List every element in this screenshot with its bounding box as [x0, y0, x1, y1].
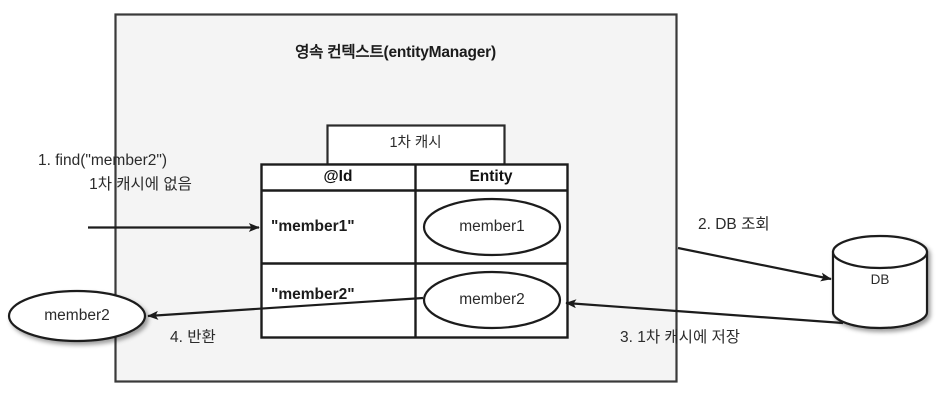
returned-entity-label: member2	[44, 307, 110, 324]
arrow-step-4-return	[147, 296, 424, 320]
table-cell-id-member1: "member1"	[271, 218, 355, 235]
step-1-label-line2: 1차 캐시에 없음	[89, 176, 192, 193]
table-header-id: @Id	[323, 168, 353, 185]
page-title: 영속 컨텍스트(entityManager)	[295, 44, 496, 61]
table-cell-entity-member1: member1	[459, 218, 525, 235]
table-header-entity: Entity	[469, 168, 513, 185]
first-level-cache-label: 1차 캐시	[389, 135, 442, 151]
database-label: DB	[870, 272, 890, 287]
returned-entity-ellipse	[7, 289, 147, 343]
arrow-step-2-db-query	[677, 246, 832, 282]
step-1-label-line1: 1. find("member2")	[38, 152, 168, 169]
step-3-label: 3. 1차 캐시에 저장	[620, 329, 741, 346]
table-cell-entity-member2: member2	[459, 291, 525, 308]
step-4-label: 4. 반환	[170, 329, 216, 346]
table-cell-id-member2: "member2"	[271, 286, 355, 303]
step-2-label: 2. DB 조회	[698, 216, 770, 233]
database-cylinder	[831, 234, 929, 330]
arrow-step-3-store-in-cache	[565, 299, 844, 325]
entity-ellipse-member1	[422, 197, 562, 257]
entity-ellipse-member2	[422, 270, 562, 330]
